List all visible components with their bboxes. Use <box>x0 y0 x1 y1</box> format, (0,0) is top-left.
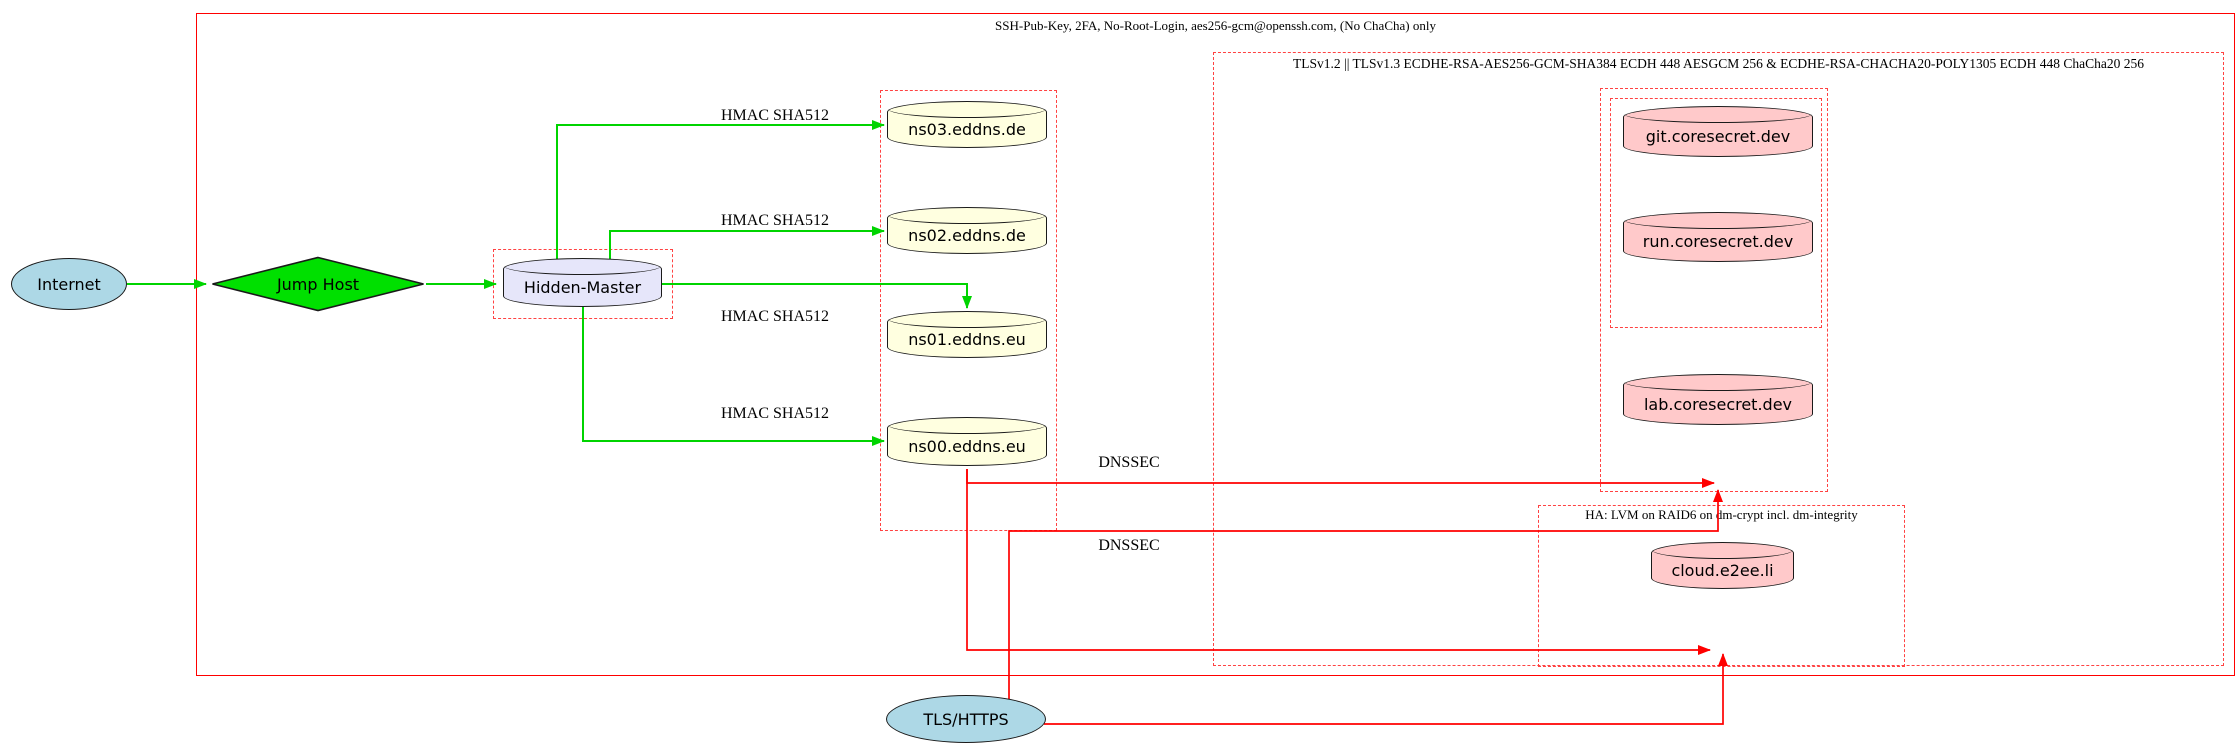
node-ns01-label: ns01.eddns.eu <box>908 329 1026 349</box>
diamond-shape <box>212 256 424 312</box>
node-cloud-label: cloud.e2ee.li <box>1671 560 1774 580</box>
dnssec-label-2: DNSSEC <box>1098 537 1160 554</box>
node-run-label: run.coresecret.dev <box>1642 232 1794 251</box>
cluster-servers-inner-box <box>1610 98 1822 328</box>
node-lab-label: lab.coresecret.dev <box>1643 394 1793 414</box>
node-tls-https-label: TLS/HTTPS <box>923 709 1009 729</box>
node-ns00-label: ns00.eddns.eu <box>908 436 1026 456</box>
ha-cluster-label: HA: LVM on RAID6 on dm-crypt incl. dm-in… <box>1585 507 1858 522</box>
node-internet: Internet <box>11 258 127 310</box>
node-ns01: ns01.eddns.eu <box>887 311 1047 358</box>
node-git: git.coresecret.dev <box>1623 106 1813 157</box>
node-jump-host: Jump Host <box>210 256 426 312</box>
hmac-label-1: HMAC SHA512 <box>720 107 829 124</box>
node-hidden-master: Hidden-Master <box>503 258 662 307</box>
node-internet-label: Internet <box>37 274 101 294</box>
tls-cluster-label: TLSv1.2 || TLSv1.3 ECDHE-RSA-AES256-GCM-… <box>1293 56 2144 71</box>
hmac-label-2: HMAC SHA512 <box>720 212 829 229</box>
dnssec-label-1: DNSSEC <box>1098 454 1160 471</box>
node-lab: lab.coresecret.dev <box>1623 374 1813 425</box>
node-hidden-master-label: Hidden-Master <box>523 277 642 297</box>
node-ns03-label: ns03.eddns.de <box>908 119 1026 139</box>
node-tls-https: TLS/HTTPS <box>886 695 1046 743</box>
node-ns00: ns00.eddns.eu <box>887 417 1047 466</box>
node-run: run.coresecret.dev <box>1623 212 1813 262</box>
node-git-label: git.coresecret.dev <box>1645 126 1791 146</box>
node-cloud: cloud.e2ee.li <box>1651 542 1794 589</box>
ssh-cluster-label: SSH-Pub-Key, 2FA, No-Root-Login, aes256-… <box>995 18 1436 33</box>
hmac-label-3: HMAC SHA512 <box>720 308 829 325</box>
node-jump-host-label: Jump Host <box>276 274 360 294</box>
node-ns03: ns03.eddns.de <box>887 101 1047 148</box>
hmac-label-4: HMAC SHA512 <box>720 405 829 422</box>
node-ns02: ns02.eddns.de <box>887 207 1047 254</box>
node-ns02-label: ns02.eddns.de <box>908 225 1026 245</box>
